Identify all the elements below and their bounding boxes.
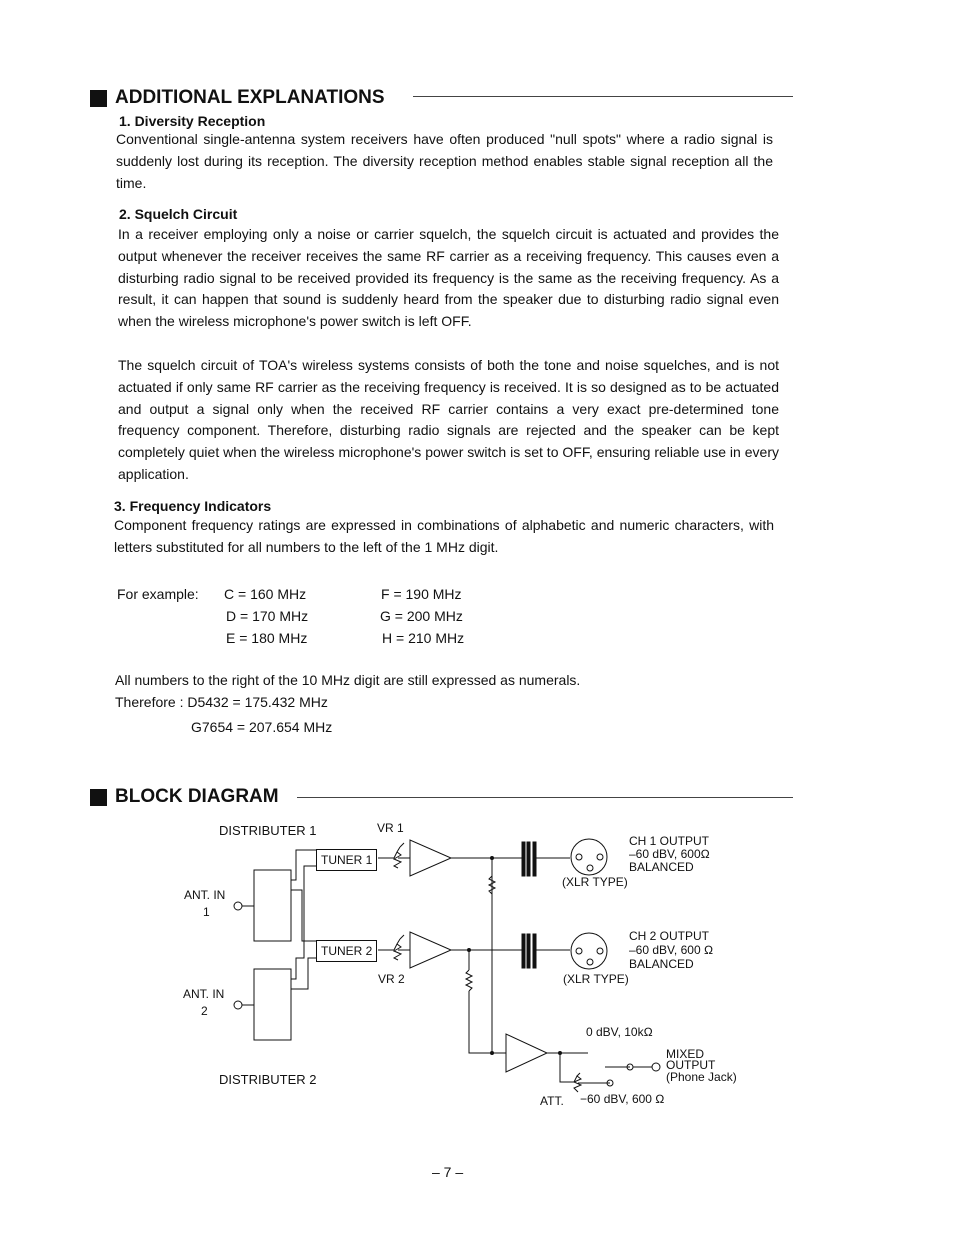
label-phone-jack: (Phone Jack) [666, 1070, 737, 1084]
section-title: BLOCK DIAGRAM [115, 786, 279, 807]
label-ant-in-1: ANT. IN [184, 888, 226, 902]
amplifier-2 [409, 931, 453, 969]
frequency-therefore-2: G7654 = 207.654 MHz [191, 719, 333, 735]
antenna-1-connector [233, 901, 243, 911]
junction-dots [467, 856, 562, 1055]
subheading-diversity: 1. Diversity Reception [119, 113, 266, 129]
subheading-frequency: 3. Frequency Indicators [114, 498, 272, 514]
frequency-therefore: Therefore : D5432 = 175.432 MHz [115, 694, 328, 710]
example-item: E = 180 MHz [226, 630, 308, 646]
label-distributer-2: DISTRIBUTER 2 [219, 1072, 317, 1087]
label-att: ATT. [540, 1094, 564, 1108]
example-item: F = 190 MHz [381, 586, 462, 602]
paragraph-squelch-2: The squelch circuit of TOA's wireless sy… [118, 357, 779, 482]
label-distributer-1: DISTRIBUTER 1 [219, 823, 317, 838]
heading-rule [413, 96, 793, 97]
heading-rule [297, 797, 793, 798]
label-xlr-type-2: (XLR TYPE) [563, 972, 629, 986]
tuner-1-box: TUNER 1 [316, 849, 378, 871]
label-mixed: MIXED [666, 1047, 705, 1061]
example-label: For example: [117, 586, 199, 602]
phone-jack-connector [651, 1062, 661, 1072]
label-output: OUTPUT [666, 1058, 716, 1072]
distributer-2-box [253, 968, 292, 1041]
bullet-square-icon [90, 788, 107, 806]
label-ant-in-2-number: 2 [201, 1004, 208, 1018]
transformer-1 [521, 841, 537, 877]
example-item: H = 210 MHz [382, 630, 465, 646]
mix-resistor-2 [464, 969, 474, 992]
label-ch2-balanced: BALANCED [629, 957, 694, 971]
xlr-connector-1 [570, 838, 608, 876]
label-minus60: −60 dBV, 600 Ω [580, 1092, 665, 1106]
vr2-resistor [392, 938, 403, 961]
antenna-2-connector [233, 1000, 243, 1010]
label-ch1-balanced: BALANCED [629, 860, 694, 874]
transformer-2 [521, 933, 537, 969]
example-item: C = 160 MHz [224, 586, 307, 602]
bullet-square-icon [90, 89, 107, 107]
mix-terminal [606, 1079, 614, 1087]
example-item: G = 200 MHz [380, 608, 463, 624]
tuner-2-box: TUNER 2 [316, 940, 378, 962]
xlr-connector-2 [570, 932, 608, 970]
label-ant-in-2: ANT. IN [183, 987, 225, 1001]
amplifier-1 [409, 839, 453, 877]
label-xlr-type-1: (XLR TYPE) [562, 875, 628, 889]
label-ch1-output: CH 1 OUTPUT [629, 834, 710, 848]
label-ch2-level: –60 dBV, 600 Ω [629, 943, 714, 957]
label-ant-in-1-number: 1 [203, 905, 210, 919]
vr1-resistor [392, 846, 403, 869]
att-resistor [572, 1072, 583, 1093]
label-ch2-output: CH 2 OUTPUT [629, 929, 710, 943]
label-ch1-level: –60 dBV, 600Ω [629, 847, 710, 861]
label-zero-dbv: 0 dBV, 10kΩ [586, 1025, 653, 1039]
section-title: ADDITIONAL EXPLANATIONS [115, 87, 385, 108]
subheading-squelch: 2. Squelch Circuit [119, 206, 238, 222]
page-number: – 7 – [432, 1164, 464, 1180]
label-vr2: VR 2 [378, 972, 405, 986]
paragraph-diversity: Conventional single-antenna system recei… [116, 131, 773, 191]
amplifier-mix [505, 1033, 549, 1073]
paragraph-frequency: Component frequency ratings are expresse… [114, 517, 774, 555]
example-item: D = 170 MHz [226, 608, 309, 624]
frequency-note: All numbers to the right of the 10 MHz d… [115, 672, 581, 688]
label-vr1: VR 1 [377, 821, 404, 835]
section-heading-block-diagram: BLOCK DIAGRAM [90, 786, 279, 808]
section-heading-additional: ADDITIONAL EXPLANATIONS [90, 87, 385, 109]
paragraph-squelch-1: In a receiver employing only a noise or … [118, 226, 779, 330]
distributer-1-box [253, 869, 292, 942]
mix-resistor-1 [487, 872, 497, 895]
